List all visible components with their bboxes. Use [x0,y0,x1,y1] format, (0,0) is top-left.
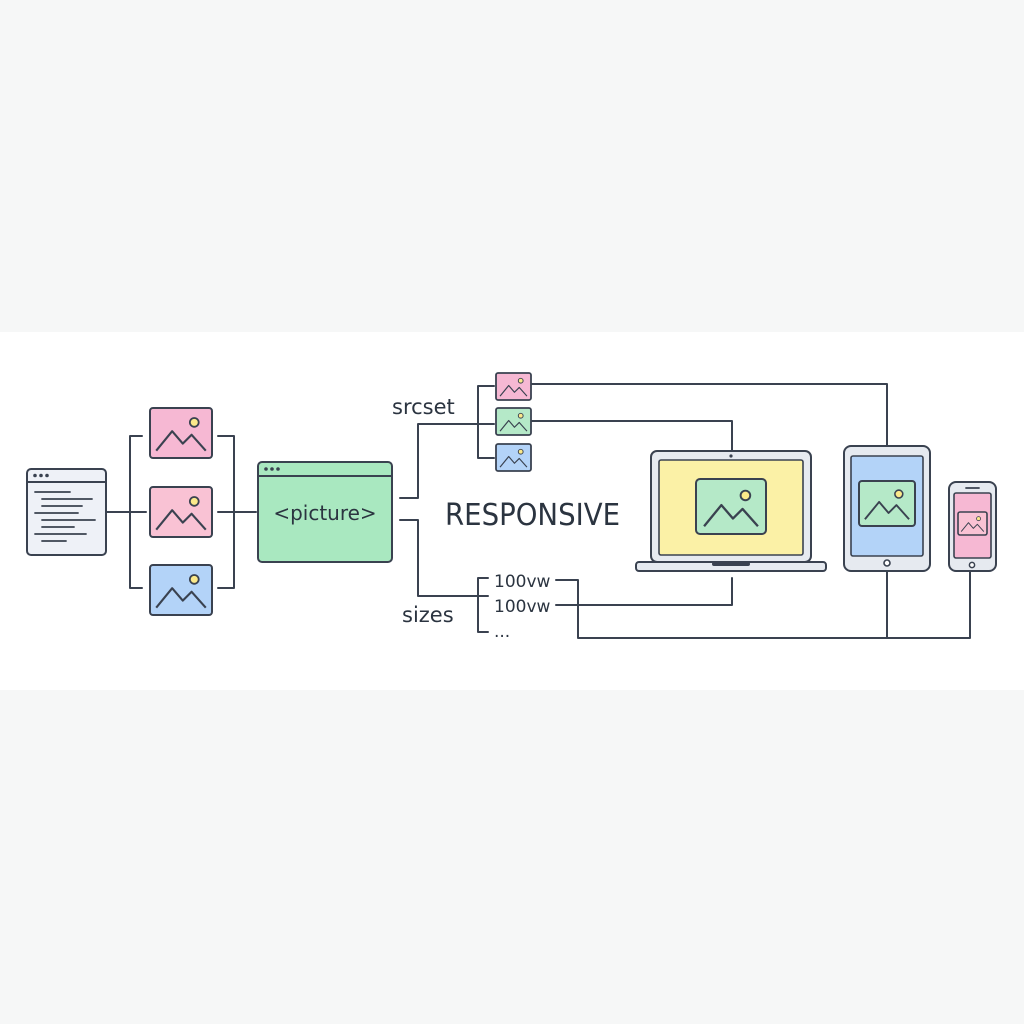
connector-picture-to-sizes [399,519,489,597]
connector-srcset-to-laptop [531,420,733,452]
image-icon [957,511,988,536]
image-icon [858,480,916,527]
background-band-top [0,0,1024,332]
image-icon [149,564,213,616]
laptop-icon [635,450,827,572]
left-bracket [129,435,143,589]
sizes-label: sizes [402,603,454,627]
picture-element-box: <picture> [257,461,393,563]
sizes-value-1: 100vw [494,572,551,592]
image-icon [495,443,532,472]
connector-lines [105,383,971,639]
srcset-label: srcset [392,395,455,419]
image-icon [495,407,532,436]
image-icon [495,372,532,401]
srcset-bracket [477,385,495,459]
picture-label: <picture> [273,501,376,525]
image-icon [695,478,767,535]
image-icon [149,407,213,459]
tablet-icon [843,445,931,572]
image-icon [149,486,213,538]
connector-srcset-to-tablet [531,383,888,447]
phone-icon [948,481,997,572]
code-window-icon [26,468,107,556]
sizes-value-2: 100vw [494,597,551,617]
connector-picture-to-srcset [399,423,495,499]
background-band-bottom [0,690,1024,1024]
sizes-bracket [477,577,489,633]
connector-sizes-to-phone [555,569,971,639]
responsive-label: RESPONSIVE [445,498,620,533]
sizes-value-3: ... [494,622,510,642]
connector-sizes-to-laptop [555,577,733,606]
